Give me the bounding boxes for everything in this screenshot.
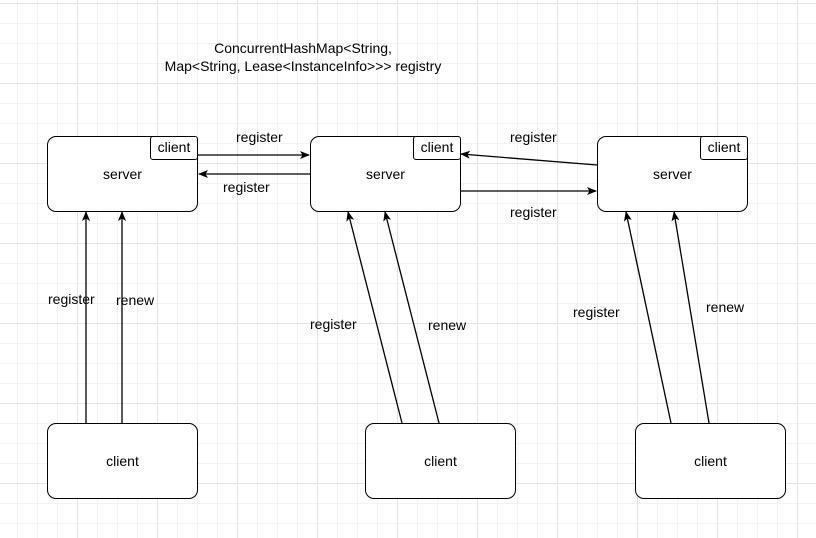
edge-client3-renew — [671, 211, 710, 424]
server-node-label: server — [366, 166, 405, 182]
registry-title-line-2: Map<String, Lease<InstanceInfo>>> regist… — [164, 58, 442, 74]
edge-label-server2-to-server3: register — [510, 204, 557, 220]
client-node-1[interactable]: client — [47, 423, 198, 499]
edge-label-client3-renew: renew — [706, 299, 745, 315]
client-node-label: client — [106, 453, 139, 469]
edge-label-client2-renew: renew — [428, 317, 467, 333]
edge-client2-renew — [383, 211, 440, 424]
registry-title-line-1: ConcurrentHashMap<String, — [214, 40, 392, 56]
server-node-label: server — [653, 166, 692, 182]
registry-title: ConcurrentHashMap<String, Map<String, Le… — [120, 39, 486, 75]
edge-label-client3-register: register — [573, 304, 620, 320]
server-client-tag: client — [150, 136, 198, 160]
server-client-tag: client — [700, 136, 748, 160]
server-node-3[interactable]: server client — [597, 136, 748, 212]
edge-label-server1-to-server2: register — [236, 129, 283, 145]
edge-label-client2-register: register — [310, 316, 357, 332]
edge-label-server2-to-server1: register — [223, 179, 270, 195]
edge-label-client1-register: register — [48, 291, 95, 307]
server-node-1[interactable]: server client — [47, 136, 198, 212]
edge-client2-register — [346, 211, 403, 424]
edge-server3-to-server2 — [460, 150, 598, 166]
edge-client3-register — [623, 211, 672, 424]
client-node-label: client — [694, 453, 727, 469]
client-node-2[interactable]: client — [365, 423, 516, 499]
client-node-label: client — [424, 453, 457, 469]
server-node-2[interactable]: server client — [310, 136, 461, 212]
server-client-tag: client — [413, 136, 461, 160]
server-node-label: server — [103, 166, 142, 182]
client-node-3[interactable]: client — [635, 423, 786, 499]
edge-label-client1-renew: renew — [116, 292, 155, 308]
edge-label-server3-to-server2: register — [510, 129, 557, 145]
